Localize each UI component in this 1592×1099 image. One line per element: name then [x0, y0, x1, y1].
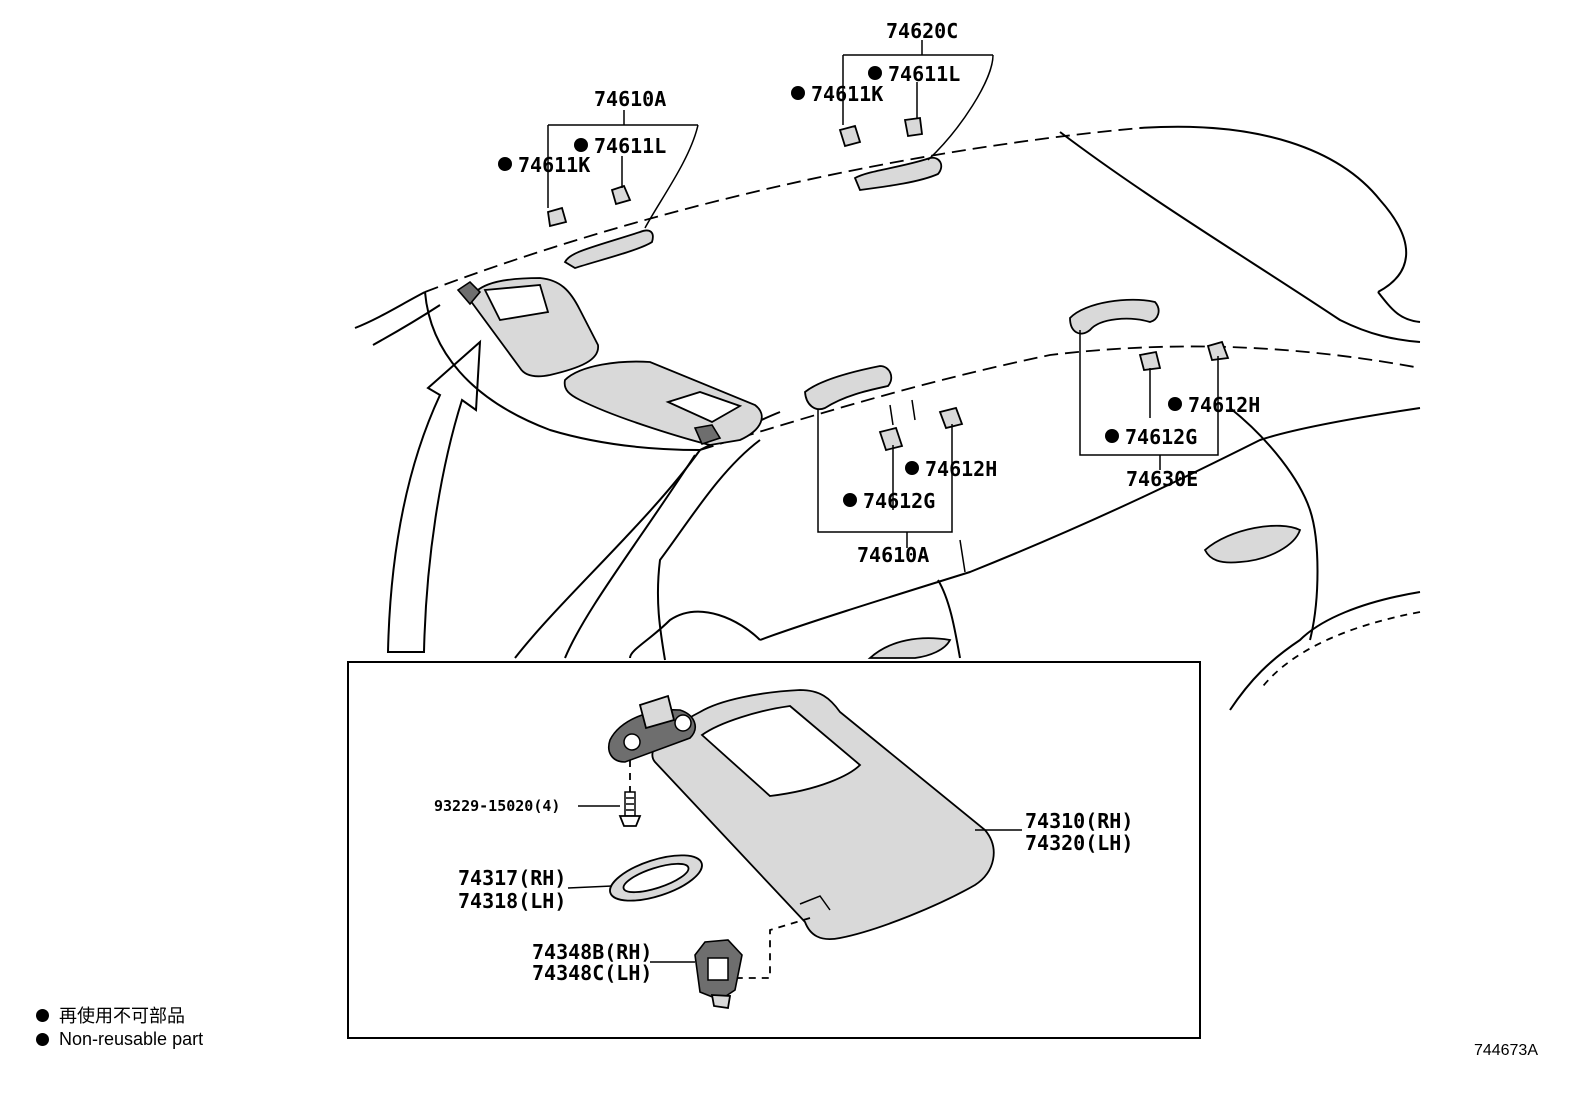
non-reusable-dot-icon	[36, 1032, 49, 1046]
visor-holder-detail	[694, 917, 811, 1010]
part-number-74611K: 74611K	[811, 82, 883, 106]
legend-en: Non-reusable part	[36, 1028, 203, 1050]
legend-jp-text: 再使用不可部品	[59, 1006, 185, 1026]
callout-74620C: 74620C 74611L 74611K	[791, 19, 960, 106]
mirror-cover-detail	[609, 854, 703, 902]
part-number-74612H: 74612H	[1188, 393, 1260, 417]
non-reusable-dot-icon	[1105, 429, 1119, 443]
direction-arrow-icon	[386, 339, 482, 653]
part-number-visor-lh: 74320(LH)	[1025, 831, 1133, 855]
non-reusable-dot-icon	[1168, 397, 1182, 411]
part-number-74611K: 74611K	[518, 153, 590, 177]
part-number-74610A: 74610A	[857, 543, 929, 567]
installed-visor-lh	[563, 360, 763, 446]
non-reusable-dot-icon	[498, 157, 512, 171]
non-reusable-dot-icon	[791, 86, 805, 100]
part-number-mirror-cover-lh: 74318(LH)	[458, 889, 566, 913]
part-number-74611L: 74611L	[594, 134, 666, 158]
sun-visor-detail	[608, 689, 995, 940]
part-number-holder-rh: 74348B(RH)	[532, 940, 652, 964]
assist-grip-top	[838, 116, 943, 191]
part-number-mirror-cover-rh: 74317(RH)	[458, 866, 566, 890]
part-number-74612G: 74612G	[1125, 425, 1197, 449]
part-number-screw: 93229-15020(4)	[434, 797, 560, 815]
part-number-74611L: 74611L	[888, 62, 960, 86]
callout-74610A-mid: 74612H 74612G 74610A	[843, 457, 997, 567]
assist-grip-front	[546, 184, 654, 269]
legend-jp: 再使用不可部品	[36, 1002, 185, 1028]
assist-grip-mid	[804, 365, 964, 452]
assist-grip-rear	[1069, 298, 1230, 371]
part-number-holder-lh: 74348C(LH)	[532, 961, 652, 985]
screw-detail	[618, 760, 642, 827]
non-reusable-dot-icon	[36, 1008, 49, 1022]
installed-visor-rh	[456, 277, 599, 378]
non-reusable-dot-icon	[868, 66, 882, 80]
callout-74630E: 74612H 74612G 74630E	[1105, 393, 1260, 491]
part-number-visor-rh: 74310(RH)	[1025, 809, 1133, 833]
vehicle-outline	[354, 125, 1421, 711]
part-number-74620C: 74620C	[886, 19, 958, 43]
callout-74610A-top: 74610A 74611L 74611K	[498, 87, 666, 177]
non-reusable-dot-icon	[843, 493, 857, 507]
legend-en-text: Non-reusable part	[59, 1028, 204, 1049]
part-number-74630E: 74630E	[1126, 467, 1198, 491]
non-reusable-dot-icon	[574, 138, 588, 152]
part-number-74610A: 74610A	[594, 87, 666, 111]
callout-lines	[547, 40, 1219, 548]
detail-inset: 93229-15020(4) 74310(RH) 74320(LH) 74317…	[347, 661, 1201, 1039]
part-number-74612H: 74612H	[925, 457, 997, 481]
non-reusable-dot-icon	[905, 461, 919, 475]
illustration-code: 744673A	[1473, 1042, 1538, 1059]
part-number-74612G: 74612G	[863, 489, 935, 513]
